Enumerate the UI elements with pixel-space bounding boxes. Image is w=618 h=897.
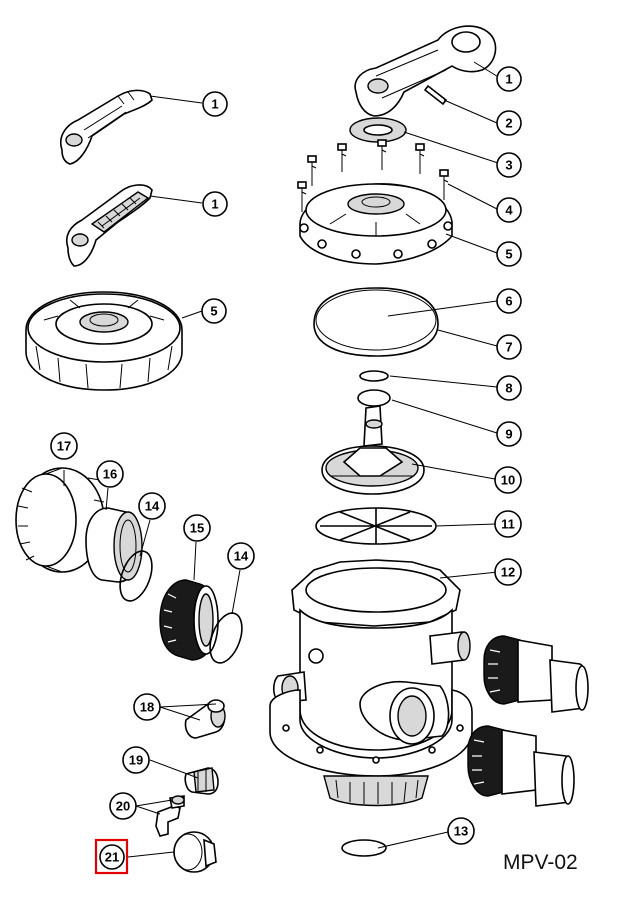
- highlight-box: [94, 838, 129, 875]
- callout-number: 1: [505, 72, 512, 87]
- pipe-fitting-part: [184, 767, 219, 795]
- flat-gasket-part: [341, 839, 387, 857]
- callout-number: 15: [190, 521, 204, 536]
- callout-number: 21: [105, 850, 119, 865]
- callout-number: 1: [211, 97, 218, 112]
- callout-number: 7: [505, 340, 512, 355]
- pin-part: [423, 84, 448, 106]
- callout-8: 8: [496, 375, 522, 401]
- callout-10: 10: [494, 466, 522, 494]
- callout-number: 2: [505, 116, 512, 131]
- callout-number: 1: [211, 197, 218, 212]
- callout-19: 19: [122, 746, 150, 774]
- callout-5-left: 5: [201, 298, 227, 324]
- callout-number: 19: [129, 753, 143, 768]
- callout-number: 5: [210, 304, 217, 319]
- callout-21-highlighted[interactable]: 21: [94, 838, 129, 875]
- bolts-part: [297, 139, 449, 212]
- callout-number: 11: [501, 517, 515, 532]
- callout-7: 7: [496, 334, 522, 360]
- o-ring-part-right: [209, 612, 243, 664]
- handle-part-lower-left: [66, 184, 153, 267]
- callout-4: 4: [496, 197, 522, 223]
- callout-14-left: 14: [138, 492, 166, 520]
- callout-number: 8: [505, 381, 512, 396]
- callout-number: 9: [505, 427, 512, 442]
- callout-number: 14: [145, 499, 160, 514]
- callout-13: 13: [447, 817, 475, 845]
- callout-number: 12: [501, 565, 515, 580]
- callout-3: 3: [496, 152, 522, 178]
- callout-number: 20: [116, 799, 130, 814]
- union-tail-part: [85, 507, 143, 583]
- callout-number: 17: [57, 439, 71, 454]
- callout-number: 16: [103, 467, 117, 482]
- callout-number: 3: [505, 158, 512, 173]
- callout-16: 16: [96, 460, 124, 488]
- callout-number: 6: [505, 294, 512, 309]
- drain-valve-part: [155, 795, 185, 837]
- callout-5-right: 5: [496, 241, 522, 267]
- callout-number: 5: [505, 247, 512, 262]
- spacer-disc-part: [313, 287, 439, 357]
- callout-1-lower-left: 1: [202, 191, 228, 217]
- model-label: MPV-02: [503, 851, 578, 874]
- callout-12: 12: [494, 558, 522, 586]
- handle-part-upper-left: [60, 89, 153, 165]
- callout-20: 20: [109, 792, 137, 820]
- outlet-union-part-lower: [467, 725, 575, 807]
- callout-number: 4: [505, 203, 513, 218]
- valve-cover-cap-part: [25, 291, 183, 391]
- valve-body-part: [269, 559, 473, 807]
- o-ring-part-left: [119, 550, 153, 602]
- valve-cover-part: [299, 183, 453, 265]
- handle-part-top-right: [354, 25, 497, 117]
- callout-15: 15: [183, 514, 211, 542]
- callout-1-top-right: 1: [496, 66, 522, 92]
- rotor-part: [321, 405, 425, 495]
- callout-number: 10: [501, 473, 515, 488]
- callout-number: 18: [140, 700, 154, 715]
- union-nut-part: [15, 467, 105, 573]
- callout-number: 13: [454, 824, 468, 839]
- outlet-union-part-upper: [483, 635, 589, 713]
- washer-part: [349, 117, 407, 143]
- o-ring-part-small: [359, 370, 389, 382]
- callout-1-upper-left: 1: [202, 91, 228, 117]
- drain-plug-part: [184, 699, 226, 739]
- callout-number: 14: [234, 549, 249, 564]
- callout-18: 18: [133, 693, 161, 721]
- sight-glass-part: [173, 831, 217, 873]
- leader-lines: [63, 61, 501, 858]
- callouts: 1 1 1 2 3 4 5 5: [50, 66, 522, 875]
- callout-6: 6: [496, 288, 522, 314]
- callout-17: 17: [50, 432, 78, 460]
- spider-gasket-part: [315, 507, 437, 545]
- callout-2: 2: [496, 110, 522, 136]
- o-ring-part-medium: [357, 389, 391, 407]
- callout-11: 11: [494, 510, 522, 538]
- callout-14-right: 14: [227, 542, 255, 570]
- callout-9: 9: [496, 421, 522, 447]
